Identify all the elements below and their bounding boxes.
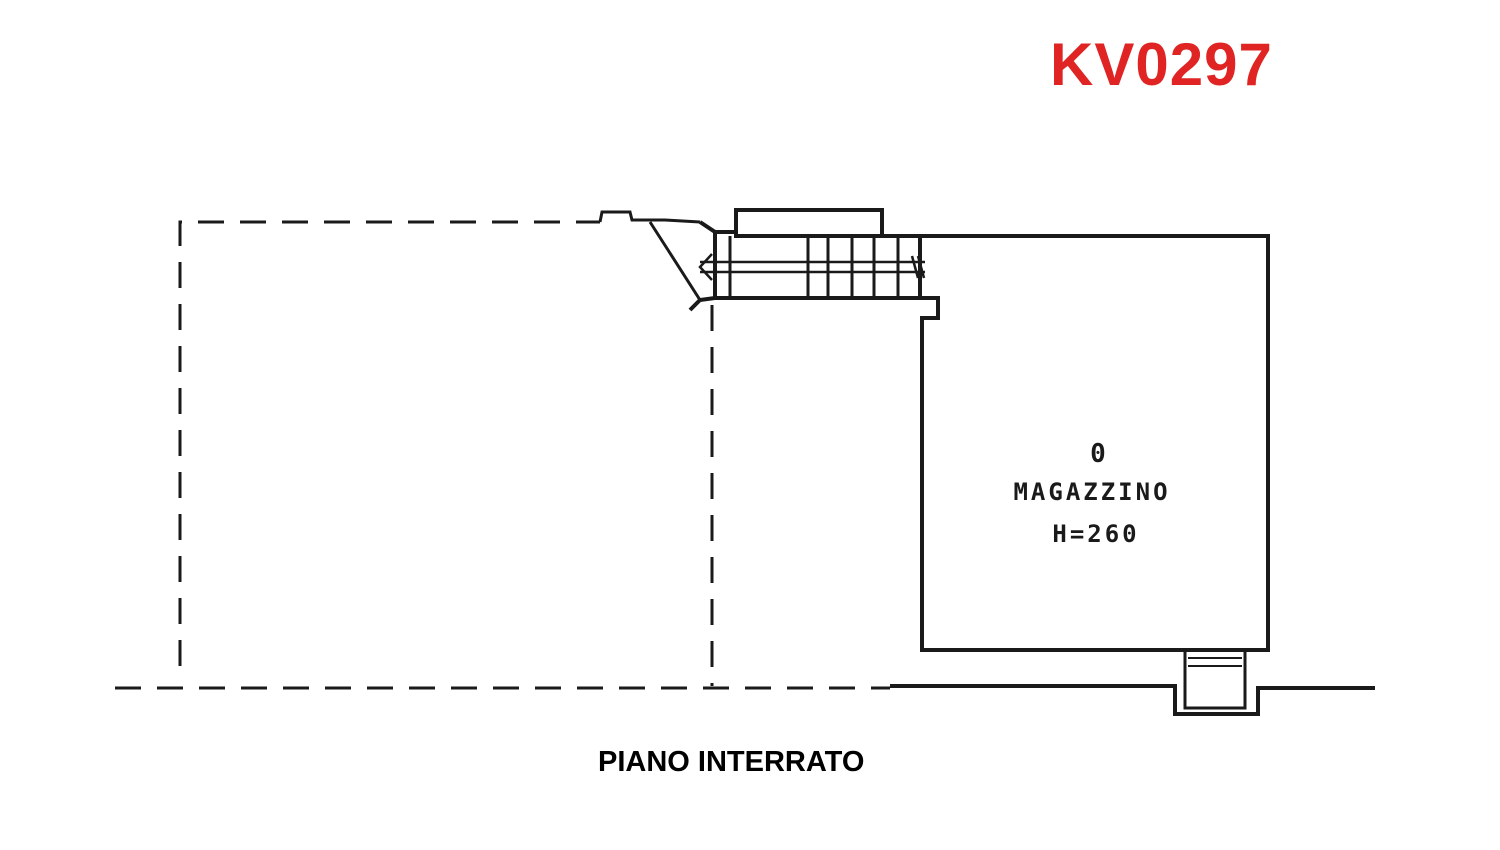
stair-landing-step <box>598 210 701 224</box>
stair-treads <box>728 236 900 298</box>
storeroom-walls <box>920 234 1270 652</box>
dashed-outline-top <box>178 220 600 666</box>
stair-body <box>715 230 922 300</box>
stair-upper-block <box>734 208 884 238</box>
room-name: MAGAZZINO <box>1013 478 1170 506</box>
dashed-outline <box>115 220 890 690</box>
light-well <box>1183 648 1247 710</box>
property-code: KV0297 <box>1050 31 1273 98</box>
stair-diagonal <box>648 221 702 301</box>
room-number: 0 <box>1090 439 1106 469</box>
stair-direction-arrow <box>698 253 926 281</box>
ground-line-solid <box>890 684 1375 716</box>
storeroom-outline <box>920 234 1270 652</box>
staircase <box>598 208 926 312</box>
room-height: H=260 <box>1052 520 1139 548</box>
floor-caption: PIANO INTERRATO <box>598 746 865 778</box>
ground-and-lightwell <box>890 648 1375 716</box>
